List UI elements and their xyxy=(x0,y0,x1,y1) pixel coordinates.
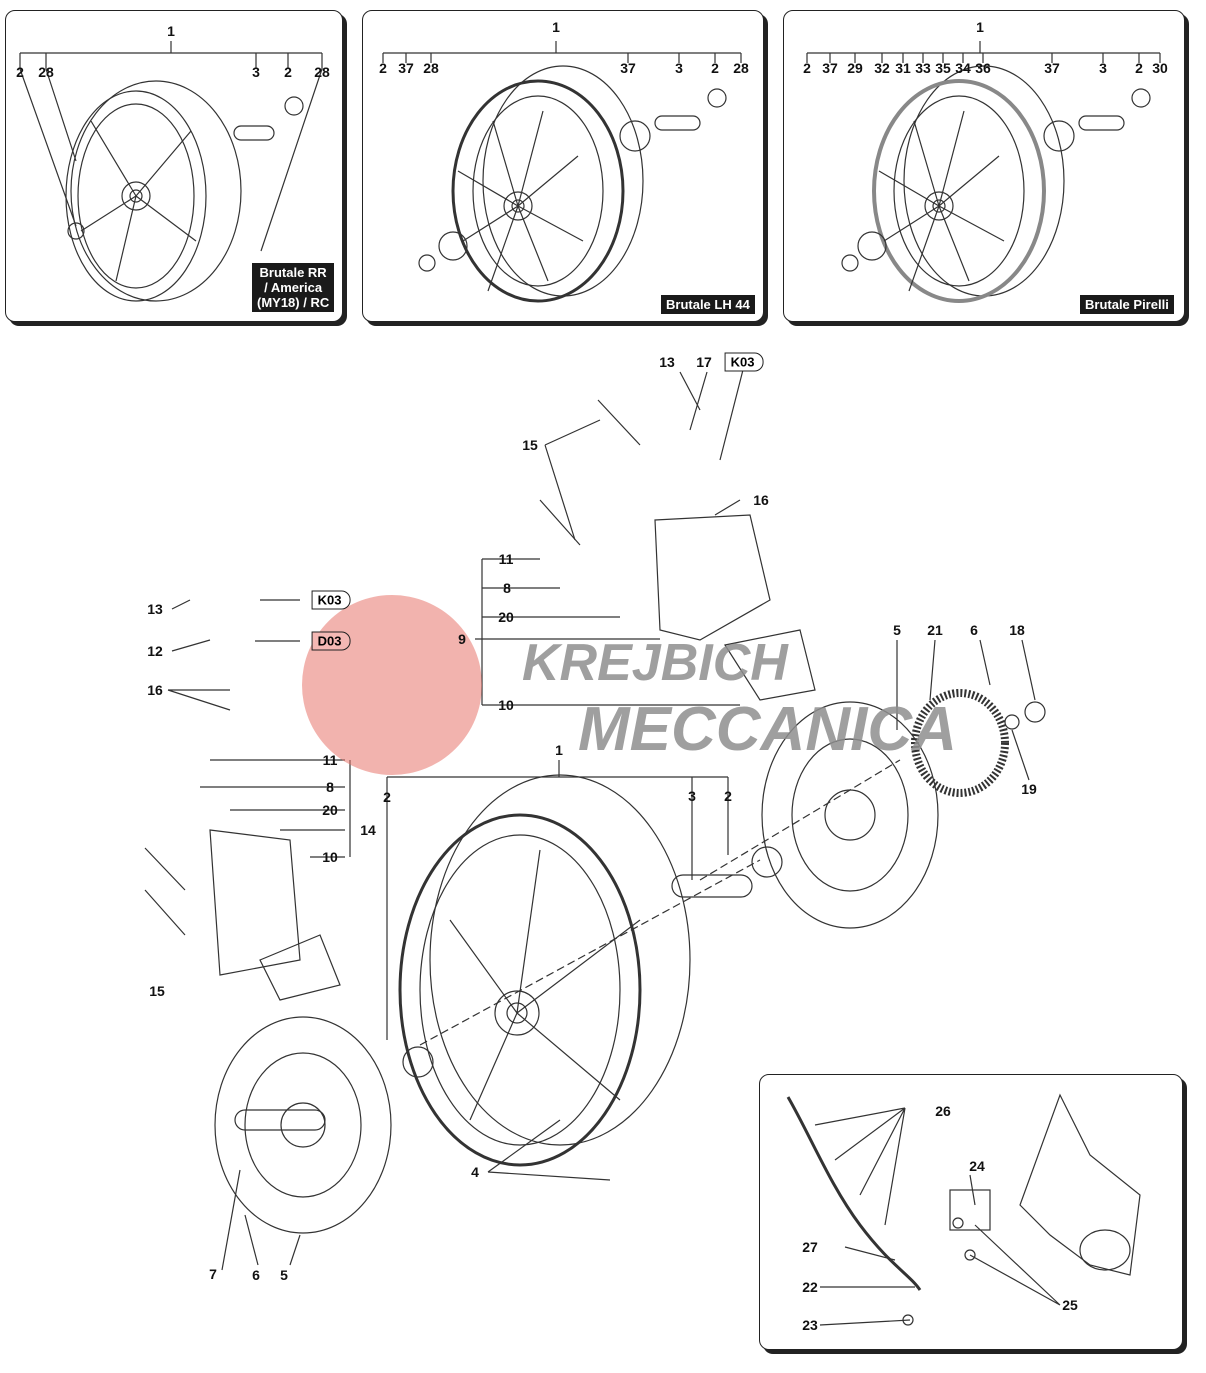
wheel-drawing xyxy=(19,41,323,302)
callout: 24 xyxy=(969,1158,985,1174)
variant-panel-brutale-lh44: 1 2 37 28 37 3 2 28 Brutale LH 44 xyxy=(362,10,764,322)
variant-badge: Brutale Pirelli xyxy=(1080,295,1174,314)
callout: 29 xyxy=(847,60,863,76)
badge-line: Brutale Pirelli xyxy=(1085,297,1169,312)
callout: 2 xyxy=(383,789,391,805)
callout: 28 xyxy=(423,60,439,76)
callout: 9 xyxy=(458,631,466,647)
callout: 13 xyxy=(659,354,675,370)
variant-badge: Brutale RR / America (MY18) / RC xyxy=(252,263,335,312)
callout: 1 xyxy=(976,19,984,35)
callout: 17 xyxy=(696,354,712,370)
callout: 1 xyxy=(552,19,560,35)
callout: 1 xyxy=(167,23,175,39)
callout: 6 xyxy=(970,622,978,638)
callout: 10 xyxy=(498,697,514,713)
callout: 1 xyxy=(555,742,563,758)
callout: 2 xyxy=(284,64,292,80)
callout: 37 xyxy=(822,60,838,76)
callout: 3 xyxy=(675,60,683,76)
callout: 2 xyxy=(803,60,811,76)
ref-k03[interactable]: K03 xyxy=(724,352,764,372)
callout: 37 xyxy=(620,60,636,76)
callout: 5 xyxy=(280,1267,288,1283)
callout: 14 xyxy=(360,822,376,838)
callout: 2 xyxy=(724,788,732,804)
callout: 18 xyxy=(1009,622,1025,638)
callout: 6 xyxy=(252,1267,260,1283)
callout: 2 xyxy=(16,64,24,80)
callout: 11 xyxy=(322,752,338,768)
callout: 20 xyxy=(322,802,338,818)
callout: 37 xyxy=(398,60,414,76)
callout: 13 xyxy=(147,601,163,617)
wheel-drawing xyxy=(382,41,742,303)
callout: 10 xyxy=(322,849,338,865)
callout: 16 xyxy=(753,492,769,508)
callout: 8 xyxy=(503,580,511,596)
ref-d03[interactable]: D03 xyxy=(311,631,351,651)
callout: 28 xyxy=(38,64,54,80)
callout: 31 xyxy=(895,60,911,76)
variant-badge: Brutale LH 44 xyxy=(661,295,755,314)
badge-line: Brutale LH 44 xyxy=(666,297,750,312)
callout: 22 xyxy=(802,1279,818,1295)
variant-panel-brutale-rr: 1 2 28 3 2 28 Brutale RR / America (MY18… xyxy=(5,10,343,322)
callout: 34 xyxy=(955,60,971,76)
callout: 12 xyxy=(147,643,163,659)
callout: 28 xyxy=(733,60,749,76)
variant-panel-brutale-pirelli: 1 2 37 29 32 31 33 35 34 36 37 3 2 30 Br… xyxy=(783,10,1185,322)
callout: 16 xyxy=(147,682,163,698)
callout: 15 xyxy=(522,437,538,453)
callout: 26 xyxy=(935,1103,951,1119)
callout: 2 xyxy=(379,60,387,76)
wheel-drawing xyxy=(806,41,1161,303)
ref-k03[interactable]: K03 xyxy=(311,590,351,610)
callout: 3 xyxy=(688,788,696,804)
badge-line: / America xyxy=(264,280,323,295)
callout: 33 xyxy=(915,60,931,76)
badge-line: Brutale RR xyxy=(259,265,327,280)
badge-line: (MY18) / RC xyxy=(257,295,330,310)
callout: 30 xyxy=(1152,60,1168,76)
callout: 37 xyxy=(1044,60,1060,76)
callout: 4 xyxy=(471,1164,479,1180)
callout: 21 xyxy=(927,622,943,638)
callout: 20 xyxy=(498,609,514,625)
callout: 23 xyxy=(802,1317,818,1333)
sensor-inset-panel: 26 24 27 22 25 23 xyxy=(759,1074,1183,1350)
callout: 7 xyxy=(209,1266,217,1282)
callout: 27 xyxy=(802,1239,818,1255)
callout: 36 xyxy=(975,60,991,76)
callout: 2 xyxy=(1135,60,1143,76)
sensor-drawing xyxy=(786,1093,1141,1326)
callout: 8 xyxy=(326,779,334,795)
callout: 3 xyxy=(1099,60,1107,76)
callout: 32 xyxy=(874,60,890,76)
callout: 3 xyxy=(252,64,260,80)
callout: 2 xyxy=(711,60,719,76)
callout: 15 xyxy=(149,983,165,999)
callout: 19 xyxy=(1021,781,1037,797)
callout: 35 xyxy=(935,60,951,76)
callout: 11 xyxy=(498,551,514,567)
callout: 5 xyxy=(893,622,901,638)
callout: 28 xyxy=(314,64,330,80)
callout: 25 xyxy=(1062,1297,1078,1313)
